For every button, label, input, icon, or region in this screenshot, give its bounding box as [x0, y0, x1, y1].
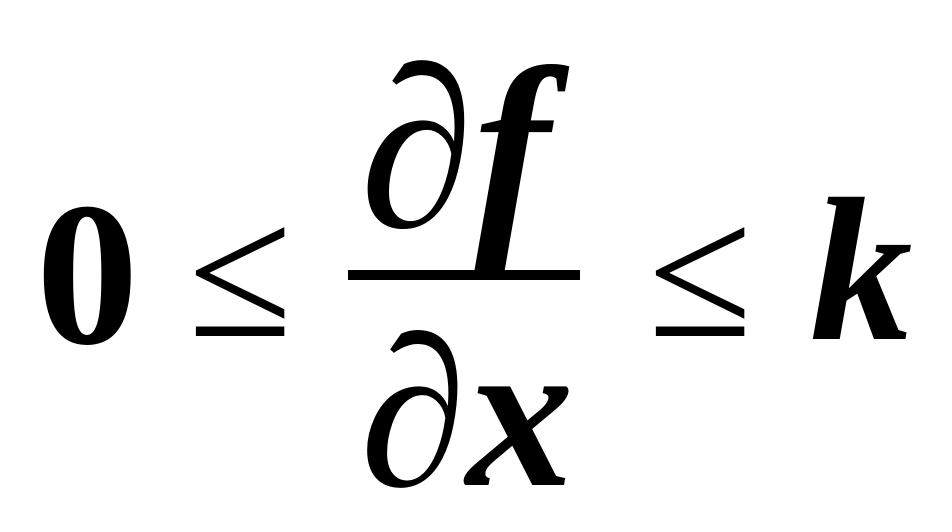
fraction-denominator: ∂x	[360, 293, 574, 532]
fraction-bar	[348, 270, 580, 280]
left-bound: 0	[36, 161, 139, 388]
right-bound: k	[810, 157, 913, 384]
fraction-numerator: ∂f	[360, 21, 551, 276]
less-or-equal-sign-right: ≤	[648, 168, 753, 378]
less-or-equal-sign-left: ≤	[188, 168, 293, 378]
